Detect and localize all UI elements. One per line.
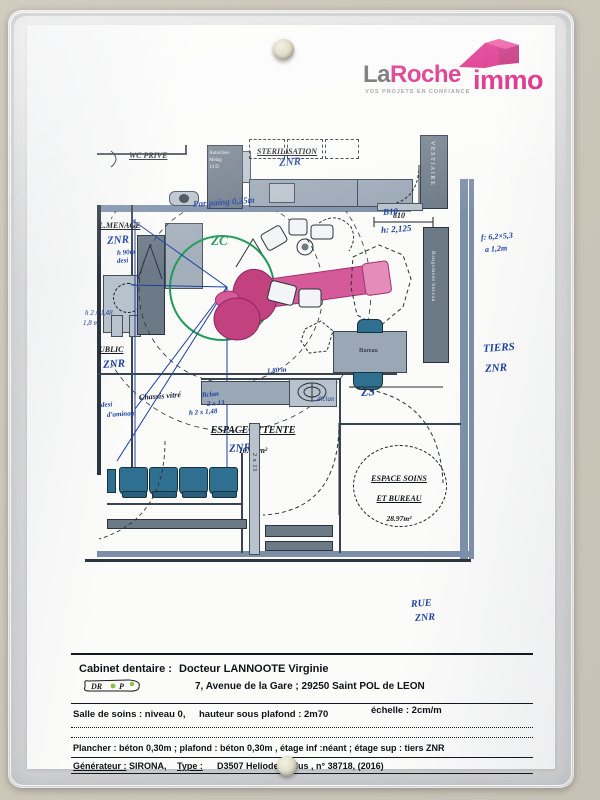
autoclave-label-1: Autoclave — [209, 151, 230, 156]
hand-attente-dim: diclan — [200, 389, 220, 399]
entrance-door-arcs — [262, 422, 340, 516]
hand-amenagement: 1,8 m — [83, 319, 99, 327]
waiting-chair-4 — [209, 467, 238, 498]
logo-immo: immo — [473, 65, 544, 95]
tb-divider-3 — [71, 737, 533, 738]
svg-text:DR: DR — [90, 682, 103, 691]
attente-sink-icon — [297, 382, 327, 402]
dental-unit-arm — [260, 217, 355, 308]
entrance-door-block — [265, 525, 333, 537]
attente-fixture — [289, 379, 337, 407]
chassis-vitre-panel — [249, 423, 260, 555]
waiting-chair-1 — [119, 467, 148, 498]
bureau-chair-top — [357, 319, 383, 333]
label-chassis-vitre: 2 x 13 — [251, 453, 257, 472]
magnet-bottom[interactable] — [277, 756, 297, 776]
autoclave-label-2: Melag — [209, 158, 222, 163]
hand-znr-sterilisation: ZNR — [278, 155, 302, 169]
threshold-block — [265, 541, 333, 551]
wall-bottom — [97, 551, 470, 557]
bureau-dashed-shape — [300, 320, 334, 354]
bench-base — [107, 519, 247, 529]
attente-counter — [201, 381, 291, 405]
wall-right-outer — [469, 179, 474, 559]
hand-right-2: a 1,2m — [484, 243, 508, 254]
echelle: échelle : 2cm/m — [371, 705, 442, 716]
generateur-value: SIRONA, — [129, 761, 167, 771]
label-wc-prive: WC PRIVE — [129, 151, 168, 160]
hand-znr-tiers: ZNR — [484, 361, 508, 375]
generateur-label: Générateur : — [73, 761, 127, 771]
label-public: UBLIC — [99, 345, 124, 354]
label-bureau: Bureau — [359, 347, 378, 354]
bench-rail — [107, 503, 243, 505]
wall-sep-1 — [339, 423, 461, 425]
wall-top-short-2 — [185, 145, 187, 155]
type-value: D3507 Heliodent Plus , n° 38718, (2016) — [217, 761, 384, 771]
logo-la: La — [363, 61, 391, 88]
label-sterilisation: STERILISATION — [257, 147, 318, 156]
wall-bottom-outer — [85, 559, 471, 562]
logo-wordmark: LaRoche — [363, 63, 461, 87]
bureau-chair — [353, 372, 383, 390]
floor-plan-drawing: Autoclave Melag 14 D STERILISATION ZNR W… — [71, 123, 515, 643]
drapo-logo: DR P — [84, 679, 140, 692]
autoclave-label-3: 14 D — [209, 165, 219, 170]
hand-znr-attente: ZNR — [228, 441, 252, 455]
svg-text:P: P — [119, 682, 124, 691]
waiting-chair-2 — [149, 467, 178, 498]
espace-soins-circle — [353, 445, 447, 527]
door-swing-wc-icon — [110, 150, 117, 168]
plan-sheet: LaRoche immo VOS PROJETS EN CONFIANCE — [27, 25, 555, 774]
type-label: Type : — [177, 761, 203, 771]
wc-bowl — [179, 194, 189, 203]
hand-tiers: TIERS — [482, 340, 516, 355]
wall-inner-mid — [97, 373, 397, 375]
tb-divider-1 — [71, 703, 533, 704]
hand-rue: RUE — [410, 597, 432, 610]
laroche-immo-logo: LaRoche immo VOS PROJETS EN CONFIANCE — [363, 37, 544, 101]
hand-bas-dim: desi — [100, 400, 113, 409]
label-espace-soins: ESPACE SOINS ET BUREAU 28.97m² — [355, 467, 443, 527]
wall-attente-right — [339, 378, 341, 553]
label-vestiaire: VESTIAIRE — [429, 141, 435, 187]
practice-name: Docteur LANNOOTE Virginie — [179, 663, 329, 675]
waiting-chair-edge — [107, 469, 116, 493]
tb-divider-4 — [71, 757, 533, 758]
tb-divider-5 — [71, 773, 533, 774]
practice-label: Cabinet dentaire : — [79, 663, 172, 675]
salle-de-soins: Salle de soins : niveau 0, — [73, 709, 186, 720]
entrance-arc-left — [98, 440, 166, 540]
title-block: Cabinet dentaire : Docteur LANNOOTE Virg… — [71, 653, 533, 774]
wall-right-vertical — [460, 179, 468, 559]
entrance-door-arcs-2 — [348, 386, 444, 484]
upper-cabinet-3 — [325, 139, 359, 159]
waiting-chair-3 — [179, 467, 208, 498]
espace-soins-line3: 28.97m² — [386, 514, 412, 523]
espace-soins-line1: ESPACE SOINS — [371, 474, 427, 483]
worktop-sterilisation — [249, 179, 359, 207]
logo-tagline: VOS PROJETS EN CONFIANCE — [365, 89, 471, 95]
espace-soins-line2: ET BUREAU — [376, 494, 422, 503]
magnet-top[interactable] — [273, 39, 294, 60]
hand-znr-rue: ZNR — [414, 611, 436, 624]
hand-right-1: f: 6,2×5,3 — [480, 230, 514, 242]
sink-sterilisation — [269, 183, 295, 203]
practice-address: 7, Avenue de la Gare ; 29250 Saint POL d… — [195, 681, 425, 692]
wall-left-vertical — [97, 205, 101, 475]
wall-attente-top — [201, 378, 341, 380]
tb-divider-2 — [71, 727, 533, 728]
plancher-info: Plancher : béton 0,30m ; plafond : béton… — [73, 743, 445, 753]
hand-diclan: diclan — [317, 395, 335, 403]
wall-vertical-mid — [131, 205, 133, 475]
logo-roche: Roche — [390, 61, 461, 88]
hauteur-plafond: hauteur sous plafond : 2m70 — [199, 709, 329, 720]
hand-floor-dim: 1,80 m — [266, 365, 287, 375]
